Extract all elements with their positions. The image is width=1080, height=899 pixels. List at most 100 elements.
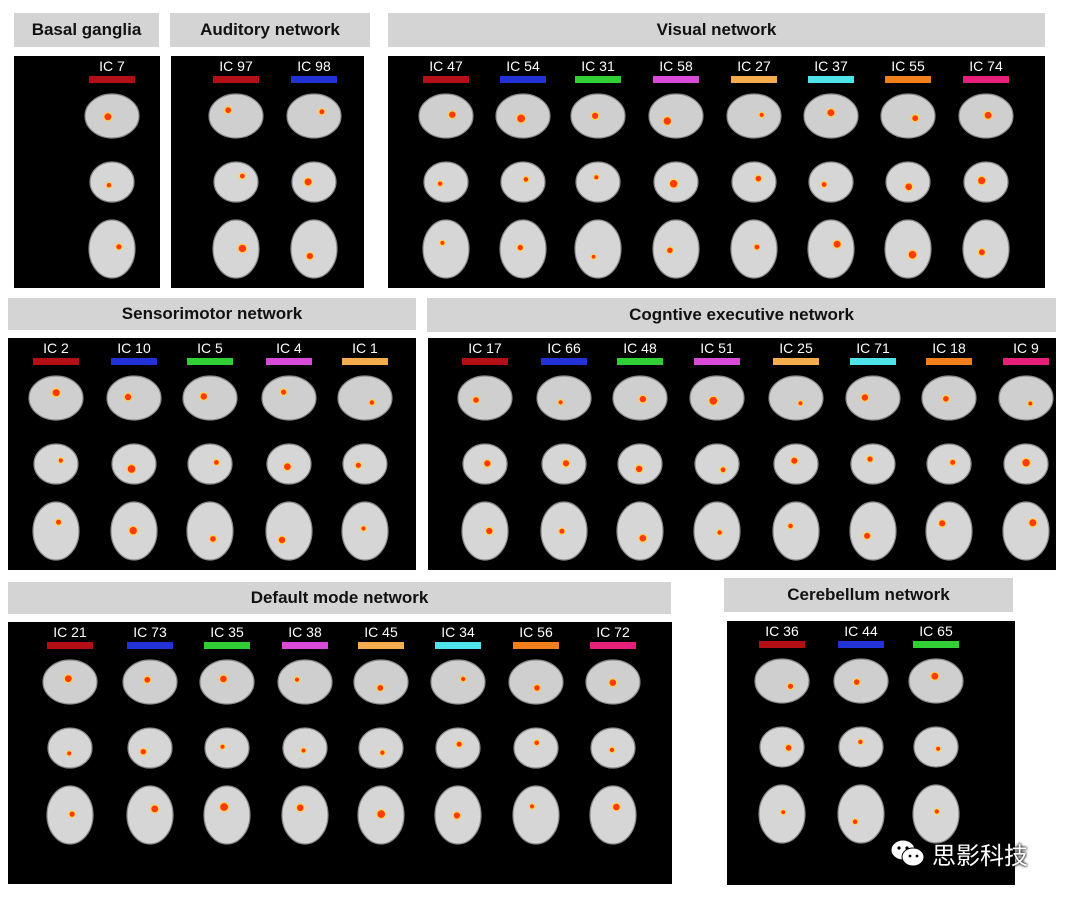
component-color-bar	[731, 76, 777, 83]
brain-slices	[28, 375, 84, 561]
component-column: IC 45	[351, 622, 411, 884]
component-label: IC 5	[197, 340, 223, 356]
axial-slice	[290, 219, 338, 279]
activation-blob	[303, 177, 313, 187]
brain-slices	[921, 375, 977, 561]
component-color-bar	[926, 358, 972, 365]
sagittal-slice	[286, 93, 342, 139]
component-color-bar	[462, 358, 508, 365]
component-label: IC 44	[844, 623, 878, 639]
brain-slices	[726, 93, 782, 279]
sagittal-slice	[418, 93, 474, 139]
axial-slice	[772, 501, 820, 561]
component-color-bar	[575, 76, 621, 83]
brain-slices	[457, 375, 513, 561]
component-column: IC 2	[26, 338, 86, 570]
component-color-bar	[33, 358, 79, 365]
activation-blob	[719, 466, 727, 474]
activation-blob	[103, 112, 113, 122]
activation-blob	[54, 518, 63, 526]
component-color-bar	[617, 358, 663, 365]
coronal-slice	[358, 727, 404, 769]
activation-blob	[904, 182, 914, 192]
activation-blob	[593, 173, 600, 181]
brain-slices	[122, 659, 178, 845]
activation-blob	[558, 527, 566, 535]
component-label: IC 4	[276, 340, 302, 356]
axial-slice	[203, 785, 251, 845]
brain-slices	[430, 659, 486, 845]
activation-blob	[293, 676, 301, 683]
activation-blob	[105, 181, 113, 189]
component-label: IC 18	[932, 340, 966, 356]
brain-slices	[998, 375, 1054, 561]
activation-blob	[857, 738, 864, 746]
coronal-slice	[575, 161, 621, 203]
activation-blob	[784, 743, 793, 752]
axial-slice	[574, 219, 622, 279]
component-color-bar	[808, 76, 854, 83]
component-column: IC 18	[919, 338, 979, 570]
axial-slice	[212, 219, 260, 279]
activation-blob	[436, 180, 444, 188]
component-maps: IC 7	[14, 56, 160, 288]
component-color-bar	[513, 642, 559, 649]
activation-blob	[662, 116, 673, 126]
activation-blob	[282, 462, 292, 472]
activation-blob	[862, 531, 872, 541]
activation-blob	[199, 392, 209, 401]
activation-blob	[634, 464, 644, 474]
component-label: IC 34	[441, 624, 475, 640]
brain-slices	[208, 93, 264, 279]
component-label: IC 51	[700, 340, 734, 356]
activation-blob	[977, 248, 987, 257]
coronal-slice	[926, 443, 972, 485]
activation-blob	[786, 682, 795, 691]
activation-blob	[528, 803, 536, 810]
axial-slice	[1002, 501, 1050, 561]
activation-blob	[238, 172, 247, 180]
sagittal-slice	[998, 375, 1054, 421]
component-column: IC 37	[801, 56, 861, 288]
component-color-bar	[89, 76, 135, 83]
component-label: IC 27	[737, 58, 771, 74]
coronal-slice	[500, 161, 546, 203]
component-color-bar	[111, 358, 157, 365]
activation-blob	[590, 253, 597, 260]
coronal-slice	[342, 443, 388, 485]
component-label: IC 71	[856, 340, 890, 356]
activation-blob	[860, 393, 870, 402]
sagittal-slice	[337, 375, 393, 421]
component-column: IC 51	[687, 338, 747, 570]
activation-blob	[300, 747, 307, 754]
component-color-bar	[291, 76, 337, 83]
activation-blob	[754, 174, 763, 183]
brain-slices	[689, 375, 745, 561]
brain-slices	[648, 93, 704, 279]
activation-blob	[911, 114, 920, 123]
coronal-slice	[759, 726, 805, 768]
activation-blob	[826, 108, 836, 118]
component-color-bar	[204, 642, 250, 649]
activation-blob	[533, 739, 541, 747]
axial-slice	[512, 785, 560, 845]
component-label: IC 7	[99, 58, 125, 74]
activation-blob	[209, 534, 218, 543]
activation-blob	[219, 801, 230, 813]
axial-slice	[616, 501, 664, 561]
brain-slices	[612, 375, 668, 561]
axial-slice	[32, 501, 80, 561]
brain-slices	[337, 375, 393, 561]
axial-slice	[126, 785, 174, 845]
component-column: IC 65	[906, 621, 966, 885]
activation-blob	[459, 675, 467, 683]
component-column: IC 9	[996, 338, 1056, 570]
sagittal-slice	[908, 658, 964, 704]
coronal-slice	[89, 161, 135, 203]
coronal-slice	[617, 443, 663, 485]
component-column: IC 58	[646, 56, 706, 288]
axial-slice	[186, 501, 234, 561]
